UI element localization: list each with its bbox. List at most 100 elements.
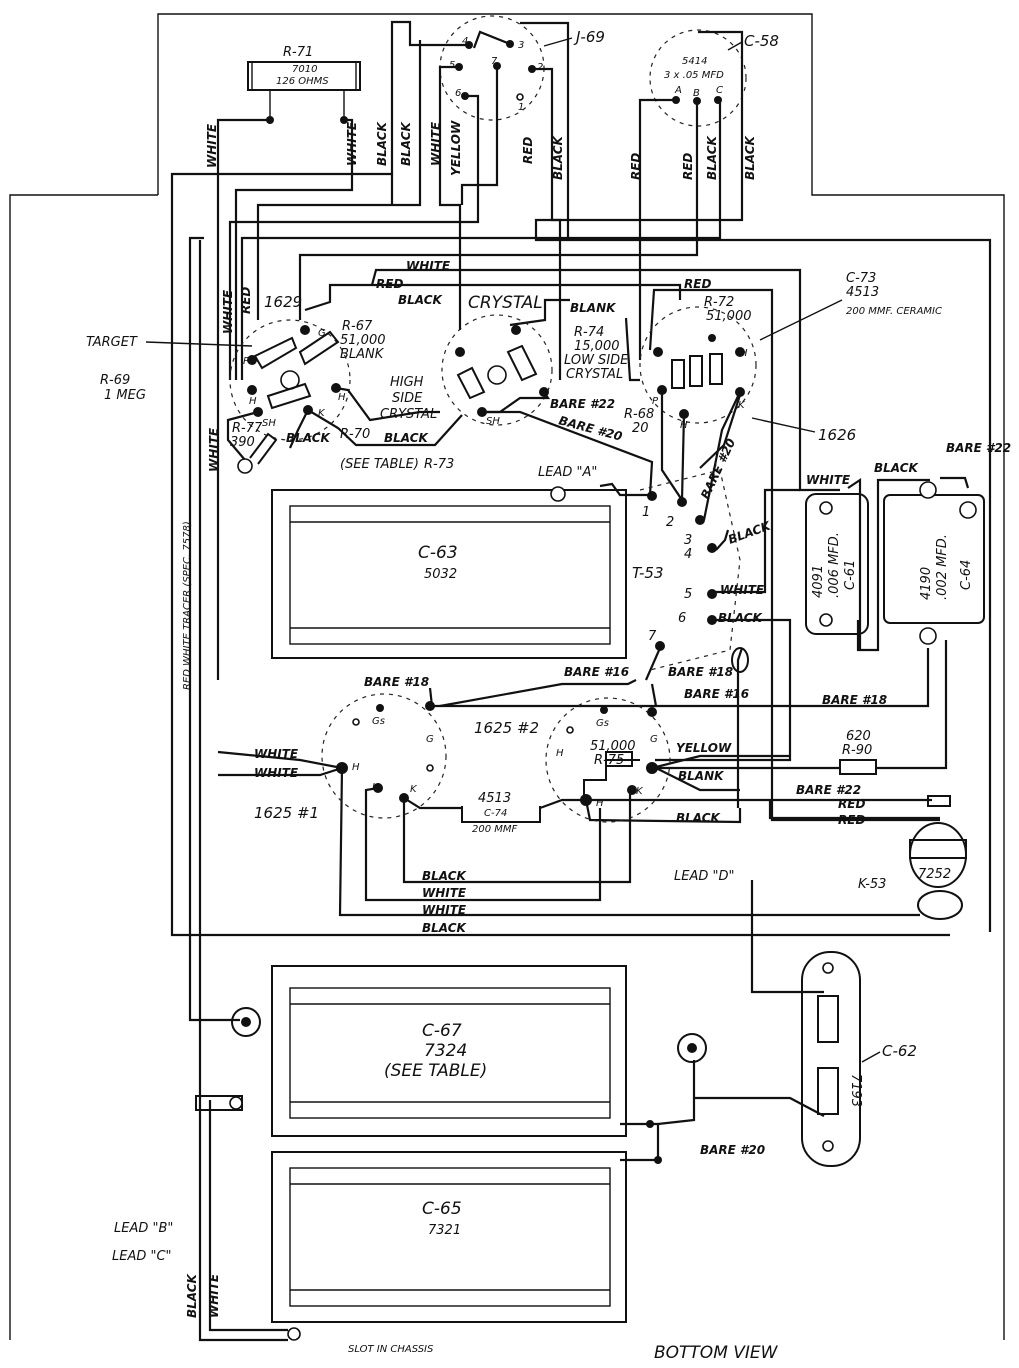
wire-label-red-3: RED	[681, 153, 695, 180]
wire-label-red-1: RED	[521, 137, 535, 164]
c65-part: 7321	[428, 1223, 461, 1238]
j69-pin-3: 3	[518, 40, 524, 51]
1625-2-pin-h2: H	[596, 798, 604, 809]
r90-ref: R-90	[842, 743, 872, 758]
capacitor-c65: C-65 7321	[271, 1151, 627, 1323]
capacitor-c67: C-67 7324 (SEE TABLE)	[271, 965, 627, 1137]
high-side-3: CRYSTAL	[380, 407, 437, 422]
wire-label-white-12: WHITE	[422, 903, 467, 917]
r77-ref: R-77	[232, 421, 263, 436]
wire-label-white-5: WHITE	[221, 289, 235, 334]
wire-label-yellow-2: YELLOW	[676, 741, 732, 755]
r74-ref: R-74	[574, 325, 604, 340]
see-table-label: (SEE TABLE)	[340, 457, 419, 472]
jack-j69: 4 3 5 7 2 6 1 J-69	[439, 15, 605, 121]
1625-2-ref: 1625 #2	[474, 719, 539, 737]
wire-label-black-13: BLACK	[422, 869, 468, 883]
1626-pin-h2: H	[740, 348, 748, 359]
c74-part: 4513	[478, 791, 511, 806]
1625-2-pin-g: G	[650, 734, 658, 745]
r75-ref: R-75	[594, 753, 624, 768]
k53-part: 7252	[918, 867, 951, 882]
1625-1-pin-g: G	[426, 734, 434, 745]
t53-pin-1: 1	[642, 505, 650, 520]
wire-label-bare18-1: BARE #18	[364, 675, 429, 689]
lead-d-label: LEAD "D"	[674, 869, 734, 884]
capacitor-c58: A B C 5414 3 x .05 MFD C-58	[649, 29, 779, 127]
1629-pin-h2: H	[338, 392, 346, 403]
tube-1625-1: Gs G H H K 1625 #1	[254, 693, 447, 822]
c61-value: .006 MFD.	[827, 532, 842, 598]
r73-ref: R-73	[424, 457, 454, 472]
1625-1-pin-h2: H	[372, 782, 380, 793]
wire-label-yellow-1: YELLOW	[449, 120, 463, 176]
wire-label-black-2: BLACK	[399, 120, 413, 166]
wire-label-white-9: WHITE	[254, 747, 299, 761]
wire-label-white-8: WHITE	[806, 473, 851, 487]
r77-value: 390	[230, 435, 255, 450]
lead-b-label: LEAD "B"	[114, 1221, 173, 1236]
c64-part: 4190	[919, 567, 934, 600]
wire-label-black-15: BLACK	[185, 1272, 199, 1318]
r67-value: 51,000	[340, 333, 386, 348]
wire-label-red-7: RED	[838, 797, 865, 811]
r90-value: 620	[846, 729, 871, 744]
wire-label-red-6: RED	[239, 287, 253, 314]
tracer-label: RED WHITE TRACER (SPEC. 7578)	[182, 521, 193, 690]
wire-label-white-6: WHITE	[207, 427, 221, 472]
r74-note2: CRYSTAL	[566, 367, 623, 382]
wire-label-blank-1: BLANK	[570, 301, 617, 315]
j69-pin-5: 5	[449, 60, 455, 71]
1626-pin-p: P	[652, 396, 659, 407]
c58-ref: C-58	[744, 32, 779, 50]
t53-pin-7: 7	[648, 629, 657, 644]
c64-ref: C-64	[959, 560, 974, 590]
resistor-r77	[237, 432, 278, 474]
j69-pin-6: 6	[455, 88, 461, 99]
r70-ref: R-70	[340, 427, 370, 442]
transformer-t53: 1 2 3 4 5 6 7 T-53	[632, 469, 741, 671]
c58-part: 5414	[682, 56, 707, 67]
wire-label-bare20-3: BARE #20	[700, 1143, 765, 1157]
wire-label-red-4: RED	[376, 277, 403, 291]
c73-part: 4513	[846, 285, 879, 300]
high-side-1: HIGH	[390, 375, 424, 390]
c65-ref: C-65	[422, 1199, 462, 1219]
c64-value: .002 MFD.	[935, 534, 950, 600]
c61-part: 4091	[811, 565, 826, 598]
1625-1-ref: 1625 #1	[254, 804, 319, 822]
r67-note: BLANK	[340, 347, 385, 362]
crystal-pin-sh: SH	[486, 416, 500, 427]
c62-ref: C-62	[882, 1042, 917, 1060]
k53-ref: K-53	[858, 877, 886, 892]
c58-pin-b: B	[693, 88, 700, 99]
j69-pin-7: 7	[491, 56, 498, 67]
c67-ref: C-67	[422, 1021, 462, 1041]
j69-pin-4: 4	[462, 36, 468, 47]
c63-ref: C-63	[418, 543, 458, 563]
wire-label-blank-2: BLANK	[678, 769, 725, 783]
r69-ref: R-69	[100, 373, 130, 388]
c74-value: 200 MMF	[472, 824, 518, 835]
wire-label-white-2: WHITE	[345, 121, 359, 166]
1626-ref: 1626	[818, 426, 856, 444]
wire-label-black-8: BLACK	[384, 431, 430, 445]
labels: TARGET R-69 1 MEG R-67 51,000 BLANK HIGH…	[86, 271, 942, 1363]
middle-wiring	[226, 386, 970, 762]
wire-label-bare16-2: BARE #16	[684, 687, 749, 701]
capacitor-c61: 4091 .006 MFD. C-61	[805, 493, 869, 635]
r71-ref: R-71	[283, 45, 313, 60]
capacitor-c63: C-63 5032	[271, 489, 627, 659]
c61-ref: C-61	[843, 560, 858, 590]
1629-pin-sh: SH	[262, 418, 276, 429]
wire-label-black-11: BLACK	[874, 461, 920, 475]
c58-value: 3 x .05 MFD	[664, 70, 724, 81]
c74-ref: C-74	[484, 808, 507, 819]
wire-label-red-8: RED	[838, 813, 865, 827]
r72-ref: R-72	[704, 295, 734, 310]
tube-1626: P H K H 1626	[639, 306, 856, 444]
c58-pin-a: A	[674, 85, 682, 96]
wire-label-white-7: WHITE	[720, 583, 765, 597]
wire-label-bare22-3: BARE #22	[796, 783, 861, 797]
j69-pin-2: 2	[537, 62, 543, 73]
